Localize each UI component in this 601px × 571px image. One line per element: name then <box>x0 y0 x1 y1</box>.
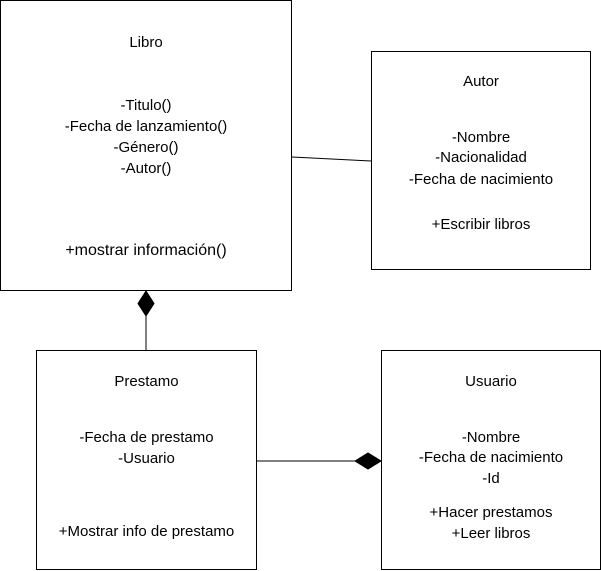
class-libro[interactable]: Libro -Titulo() -Fecha de lanzamiento() … <box>0 0 292 291</box>
class-libro-attribute: -Género() <box>113 139 179 156</box>
class-prestamo[interactable]: Prestamo -Fecha de prestamo -Usuario +Mo… <box>36 350 257 570</box>
class-autor-method: +Escribir libros <box>431 216 531 233</box>
class-usuario-attribute: -Nombre <box>461 429 521 446</box>
class-usuario-attribute: -Fecha de nacimiento <box>418 449 564 466</box>
class-autor-name: Autor <box>463 73 499 90</box>
class-libro-name: Libro <box>129 34 163 51</box>
class-usuario-attribute: -Id <box>482 470 500 487</box>
prestamo-usuario-composition-diamond <box>354 452 382 470</box>
class-prestamo-method: +Mostrar info de prestamo <box>58 523 235 540</box>
class-prestamo-name: Prestamo <box>114 373 179 390</box>
class-autor-attribute: -Fecha de nacimiento <box>408 171 554 188</box>
class-usuario-method: +Leer libros <box>451 525 531 542</box>
class-autor[interactable]: Autor -Nombre -Nacionalidad -Fecha de na… <box>371 51 591 270</box>
class-autor-attribute: -Nacionalidad <box>435 149 527 166</box>
class-libro-attribute: -Titulo() <box>120 97 172 114</box>
libro-prestamo-composition-diamond <box>137 290 155 317</box>
class-usuario-method: +Hacer prestamos <box>429 504 553 521</box>
class-usuario-name: Usuario <box>465 373 517 390</box>
class-prestamo-attribute: -Fecha de prestamo <box>79 429 214 446</box>
class-prestamo-attribute: -Usuario <box>118 450 175 467</box>
class-libro-attribute: -Fecha de lanzamiento() <box>64 118 228 135</box>
class-autor-attribute: -Nombre <box>451 129 511 146</box>
class-usuario[interactable]: Usuario -Nombre -Fecha de nacimiento -Id… <box>381 350 601 570</box>
class-libro-attribute: -Autor() <box>120 160 172 177</box>
libro-autor-association <box>291 156 372 162</box>
class-libro-method: +mostrar información() <box>65 242 227 259</box>
